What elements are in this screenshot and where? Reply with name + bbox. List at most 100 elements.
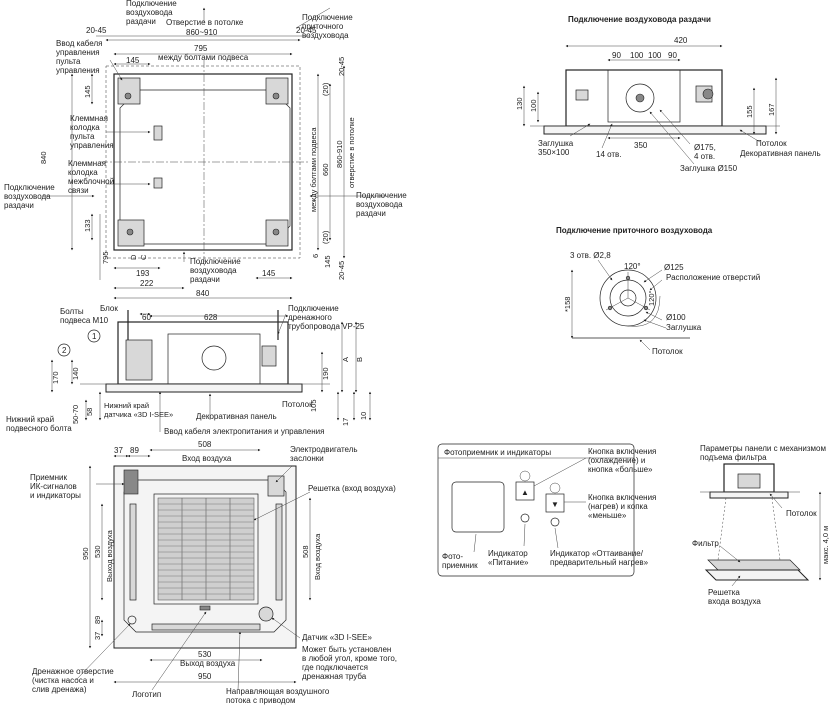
dim-420: 420 xyxy=(674,36,688,45)
title-indicators: Фотоприемник и индикаторы xyxy=(444,448,551,457)
label-power-ind: Индикатор«Питание» xyxy=(488,549,529,567)
dim-155: 155 xyxy=(745,105,754,118)
panel-drain-hole xyxy=(127,615,137,625)
supply-duct-view xyxy=(522,44,780,165)
lift-grille xyxy=(704,569,810,581)
photo-receiver xyxy=(451,481,505,533)
dim-50-70: 50-70 xyxy=(71,405,80,424)
dim-37: 37 xyxy=(114,446,123,455)
panel-view xyxy=(75,448,312,691)
dim-100b: 100 xyxy=(648,51,662,60)
bolt-bl xyxy=(126,228,134,236)
label-filter: Фильтр xyxy=(692,539,719,548)
dim-60: 60 xyxy=(142,313,151,322)
label-deco-panel-side: Декоративная панель xyxy=(196,412,277,421)
dim-20-r1: (20) xyxy=(321,82,330,96)
letter-d: D xyxy=(129,254,138,260)
side-view xyxy=(50,310,372,432)
bolt-tr xyxy=(272,92,280,100)
dim-190: 190 xyxy=(321,367,330,380)
label-photo: Фото-приемник xyxy=(442,552,478,570)
dim-90b: 90 xyxy=(668,51,677,60)
dim-170: 170 xyxy=(51,371,60,384)
lift-panel-view xyxy=(700,463,822,587)
bolt-tl xyxy=(124,92,132,100)
button-cool[interactable] xyxy=(515,481,535,501)
grille-frame xyxy=(153,493,259,605)
label-angle-120a: 120° xyxy=(624,262,641,271)
dim-140: 140 xyxy=(71,367,80,380)
label-ceiling-fresh: Потолок xyxy=(652,347,683,356)
terminal-inter xyxy=(153,177,163,189)
dim-89-b: 89 xyxy=(93,616,102,624)
bracket-tr xyxy=(265,77,289,105)
dim-350: 350 xyxy=(634,141,648,150)
label-holes-14: 14 отв. xyxy=(596,150,622,159)
label-d125: Ø125 xyxy=(664,263,684,272)
duct-outlet xyxy=(607,69,681,123)
dim-6: 6 xyxy=(311,254,320,258)
label-defrost-ind: Индикатор «Оттаивание/предварительный на… xyxy=(550,549,649,567)
dim-145-top: 145 xyxy=(126,56,140,65)
label-air-out-v: Выход воздуха xyxy=(105,529,114,582)
power-indicator-led xyxy=(520,513,530,523)
dim-133: 133 xyxy=(83,219,92,232)
dim-158: *158 xyxy=(563,297,572,312)
panel-logo-mark xyxy=(199,605,211,611)
dim-167: 167 xyxy=(767,103,776,116)
label-air-out-h: Выход воздуха xyxy=(180,659,236,668)
dim-90a: 90 xyxy=(612,51,621,60)
label-btn-heat: Кнопка включения(нагрев) и копка«меньше» xyxy=(588,493,656,520)
dim-508: 508 xyxy=(198,440,212,449)
dim-20-45-a: 20-45 xyxy=(86,26,107,35)
dim-860-910-v: 860-910 xyxy=(335,140,344,168)
dim-795: 795 xyxy=(194,44,208,53)
dim-20-45-b: 20-45 xyxy=(296,26,317,35)
label-hole-layout: Расположение отверстий xyxy=(666,273,760,282)
button-heat[interactable] xyxy=(545,493,565,513)
label-d100: Ø100 xyxy=(666,313,686,322)
circle-1 xyxy=(87,329,101,343)
dim-193: 193 xyxy=(136,269,150,278)
dim-530-h: 530 xyxy=(198,650,212,659)
side-drain xyxy=(261,345,277,367)
panel-3d-sensor xyxy=(258,606,274,622)
dim-10: 10 xyxy=(359,412,368,420)
dim-840-v: 840 xyxy=(39,151,48,164)
dim-145-b: 145 xyxy=(262,269,276,278)
label-hole-v: отверстие в потолке xyxy=(347,117,356,188)
dim-950-v: 950 xyxy=(81,547,90,560)
dim-20-45-r2: 20-45 xyxy=(337,261,346,280)
label-air-in-v: Вход воздуха xyxy=(313,533,322,580)
label-between-bolts: между болтами подвеса xyxy=(158,53,249,62)
label-ceiling-side: Потолок xyxy=(282,400,313,409)
dim-37-b: 37 xyxy=(93,632,102,640)
label-air-in-top: Вход воздуха xyxy=(182,454,232,463)
label-angle-120b: 120° xyxy=(647,290,656,306)
svg-text:▲: ▲ xyxy=(521,488,529,497)
label-holes-3: 3 отв. Ø2,8 xyxy=(570,251,611,260)
grille-slats xyxy=(157,497,255,601)
dim-b: B xyxy=(355,357,364,362)
label-ceiling-hole: Отверстие в потолке xyxy=(166,18,244,27)
bolt-br xyxy=(272,228,280,236)
label-plug-fresh: Заглушка xyxy=(666,323,702,332)
dim-58: 58 xyxy=(85,408,94,416)
label-logo: Логотип xyxy=(132,690,161,699)
label-block: Блок xyxy=(100,304,118,313)
dim-950-h: 950 xyxy=(198,672,212,681)
label-grille-in: Решетка (вход воздуха) xyxy=(308,484,396,493)
